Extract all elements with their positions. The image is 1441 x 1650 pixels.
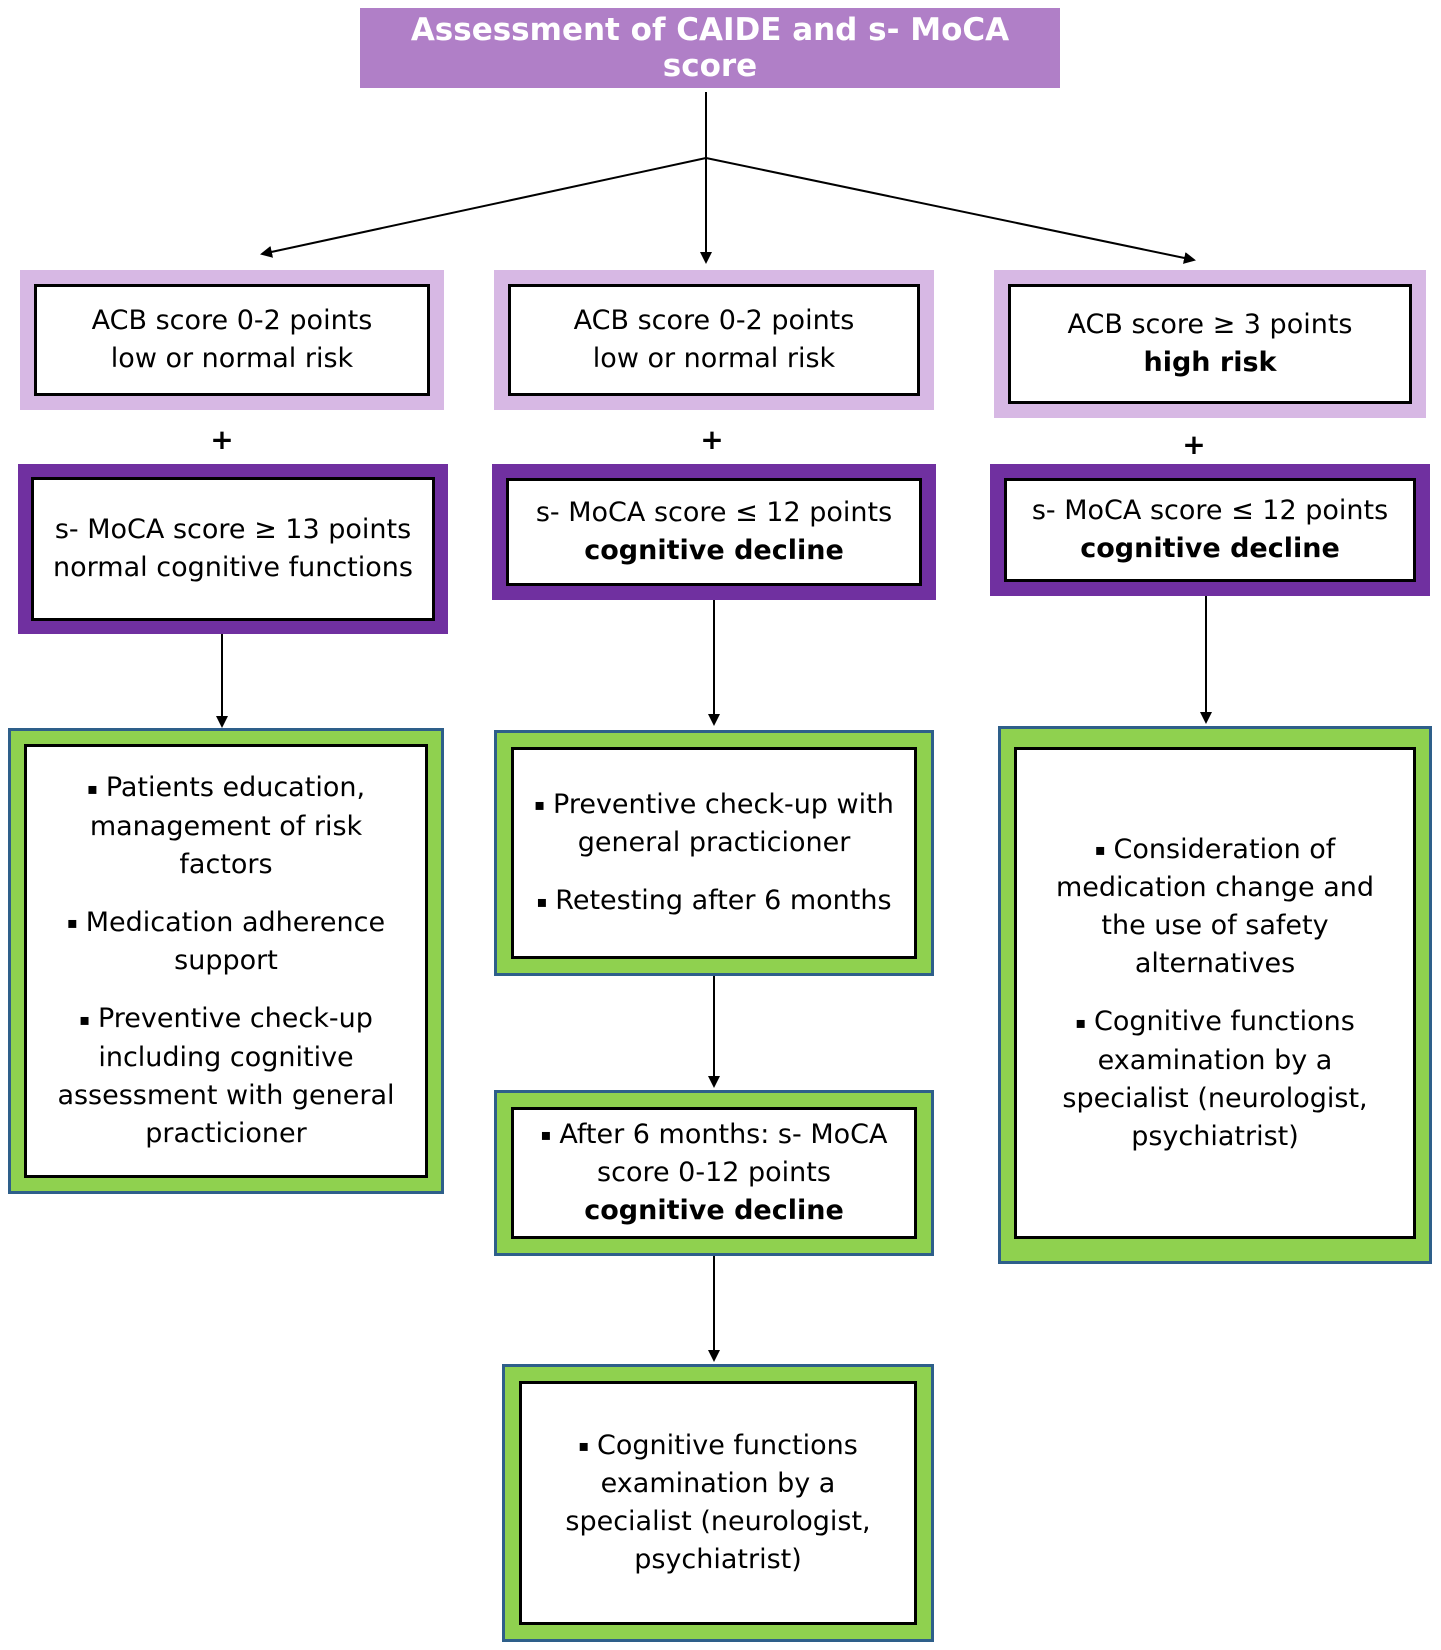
acb-box-col1: ACB score 0-2 points low or normal risk — [20, 270, 444, 410]
bullet-icon: ▪ — [1075, 1012, 1087, 1032]
bullet-icon: ▪ — [540, 1125, 552, 1145]
list-item: ▪Preventive check-up including cognitive… — [57, 1003, 395, 1149]
acb-box-col2: ACB score 0-2 points low or normal risk — [494, 270, 934, 410]
acb-line1: ACB score ≥ 3 points — [1067, 309, 1353, 340]
moca-line2: cognitive decline — [1080, 533, 1340, 564]
action-box-col1: ▪Patients education, management of risk … — [8, 728, 444, 1194]
bullet-icon: ▪ — [66, 913, 78, 933]
acb-line2: high risk — [1143, 347, 1277, 378]
list-item: ▪Cognitive functions examination by a sp… — [565, 1429, 871, 1576]
list-item: ▪Medication adherence support — [66, 906, 386, 977]
acb-line1: ACB score 0-2 points — [573, 305, 855, 336]
final-box-col2: ▪Cognitive functions examination by a sp… — [502, 1364, 934, 1642]
bullet-icon: ▪ — [86, 778, 98, 798]
plus-sign-col2: + — [700, 423, 724, 456]
list-item: ▪Consideration of medication change and … — [1056, 833, 1374, 980]
followup-box-col2: ▪After 6 months: s- MoCA score 0-12 poin… — [494, 1090, 934, 1256]
moca-line2: cognitive decline — [584, 535, 844, 566]
title-text: Assessment of CAIDE and s- MoCA score — [410, 12, 1010, 84]
followup-text: ▪After 6 months: s- MoCA score 0-12 poin… — [540, 1118, 888, 1227]
acb-line2: low or normal risk — [110, 343, 354, 374]
moca-box-col3: s- MoCA score ≤ 12 points cognitive decl… — [990, 464, 1430, 596]
moca-line2: normal cognitive functions — [53, 552, 413, 583]
list-item: ▪Preventive check-up with general practi… — [534, 788, 894, 859]
action-box-col3: ▪Consideration of medication change and … — [998, 726, 1432, 1264]
moca-box-col1: s- MoCA score ≥ 13 points normal cogniti… — [18, 464, 448, 634]
bullet-icon: ▪ — [79, 1009, 90, 1029]
moca-box-col2: s- MoCA score ≤ 12 points cognitive decl… — [492, 464, 936, 600]
action-box-col2: ▪Preventive check-up with general practi… — [494, 730, 934, 976]
acb-box-col3: ACB score ≥ 3 points high risk — [994, 270, 1426, 418]
list-item: ▪Patients education, management of risk … — [86, 772, 366, 880]
plus-sign-col1: + — [210, 423, 234, 456]
arrow-to-col1 — [260, 157, 707, 258]
bullet-icon: ▪ — [1094, 840, 1106, 859]
bullet-icon: ▪ — [578, 1436, 590, 1456]
acb-line2: low or normal risk — [592, 343, 836, 374]
moca-line1: s- MoCA score ≤ 12 points — [1031, 495, 1389, 526]
list-item: ▪Cognitive functions examination by a sp… — [1062, 1006, 1368, 1152]
acb-line1: ACB score 0-2 points — [91, 305, 373, 336]
list-item: ▪Retesting after 6 months — [536, 885, 892, 916]
arrow-to-col3 — [705, 157, 1196, 264]
bullet-icon: ▪ — [536, 891, 548, 911]
plus-sign-col3: + — [1182, 428, 1206, 461]
moca-line1: s- MoCA score ≥ 13 points — [54, 514, 412, 545]
bullet-icon: ▪ — [534, 795, 546, 814]
title-box: Assessment of CAIDE and s- MoCA score — [360, 8, 1060, 88]
moca-line1: s- MoCA score ≤ 12 points — [535, 497, 893, 528]
followup-bold: cognitive decline — [584, 1195, 844, 1227]
